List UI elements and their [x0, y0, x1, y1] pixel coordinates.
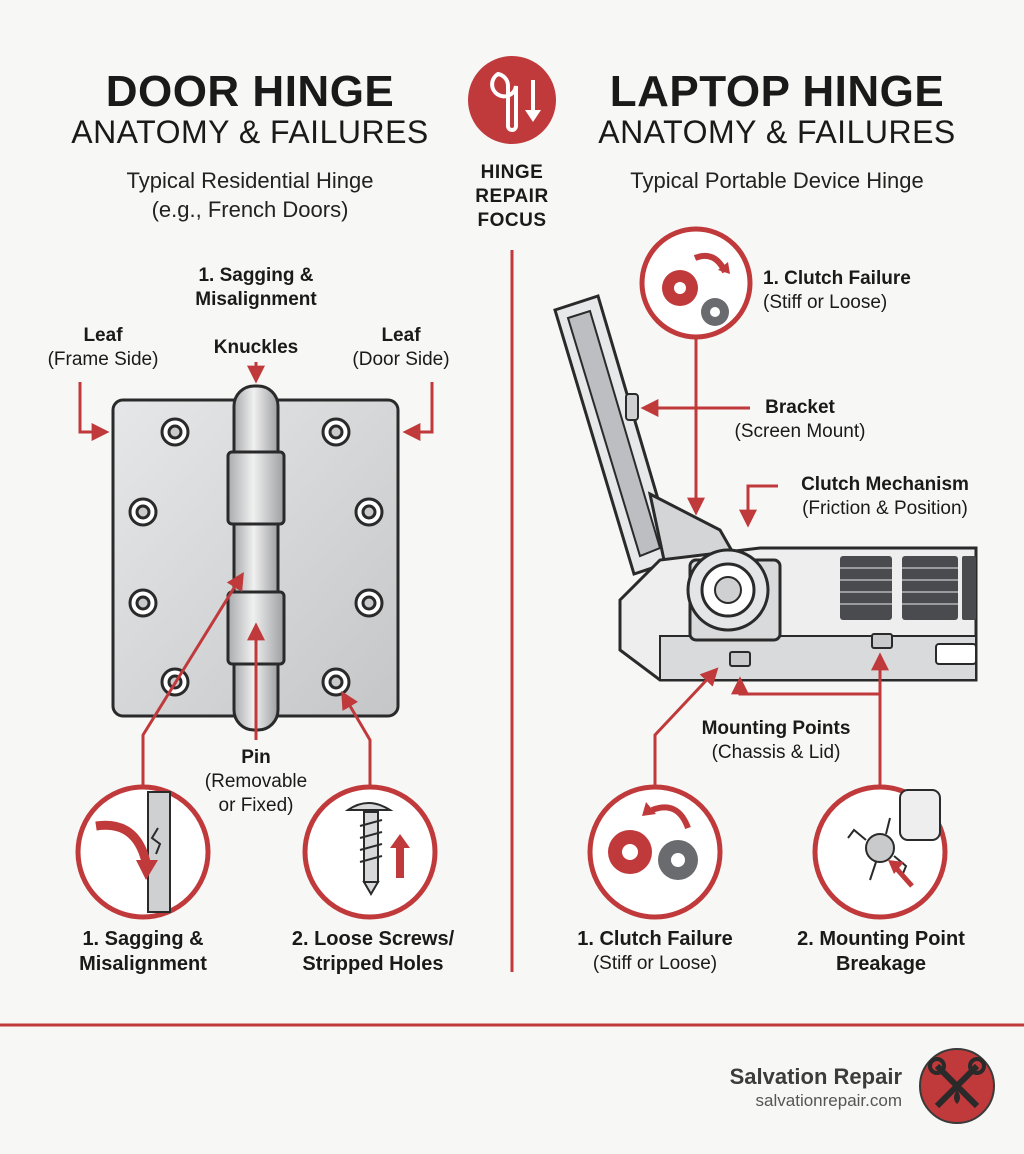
mounting-points-title: Mounting Points — [701, 718, 851, 739]
clutch-mechanism-label: Clutch Mechanism (Friction & Position) — [780, 473, 990, 521]
laptop-subtitle: ANATOMY & FAILURES — [598, 114, 956, 150]
door-failure-2-line-1: 2. Loose Screws/ — [291, 928, 455, 950]
focus-line-2: REPAIR — [475, 186, 549, 207]
door-title: DOOR HINGE — [105, 67, 395, 116]
door-sagging-label-top: 1. Sagging & Misalignment — [156, 264, 356, 312]
cracked-mount-icon — [812, 784, 948, 920]
brand-url: salvationrepair.com — [755, 1091, 902, 1110]
sagging-failure-icon — [75, 784, 211, 920]
leaf-frame-detail: (Frame Side) — [47, 349, 159, 370]
mounting-points-label: Mounting Points (Chassis & Lid) — [666, 717, 886, 765]
clutch-mechanism-title: Clutch Mechanism — [801, 474, 969, 495]
brand-name: Salvation Repair — [729, 1064, 902, 1089]
pin-detail-line-2: or Fixed) — [218, 795, 294, 816]
laptop-type-label: Typical Portable Device Hinge — [630, 168, 924, 193]
door-type-line-1: Typical Residential Hinge — [126, 168, 374, 193]
knuckles-label: Knuckles — [213, 337, 299, 358]
door-failure-1-label: 1. Sagging & Misalignment — [38, 927, 248, 977]
door-failure-1-line-1: 1. Sagging & — [82, 928, 204, 950]
brand-block: Salvation Repair salvationrepair.com — [640, 1064, 902, 1112]
door-failure-1-line-2: Misalignment — [79, 953, 207, 975]
loose-screw-icon — [302, 784, 438, 920]
leaf-door-detail: (Door Side) — [352, 349, 450, 370]
door-sagging-top-line-1: 1. Sagging & — [198, 265, 314, 286]
laptop-failure-1-title: 1. Clutch Failure — [577, 928, 733, 950]
laptop-clutch-top-title: 1. Clutch Failure — [763, 268, 911, 289]
clutch-failure-icon — [587, 784, 723, 920]
focus-line-1: HINGE — [480, 162, 544, 183]
laptop-failure-2-line-1: 2. Mounting Point — [797, 928, 965, 950]
leaf-door-label: Leaf (Door Side) — [326, 324, 476, 372]
door-type-label: Typical Residential Hinge (e.g., French … — [40, 166, 460, 224]
door-sagging-top-line-2: Misalignment — [195, 289, 317, 310]
leaf-frame-label: Leaf (Frame Side) — [28, 324, 178, 372]
leaf-door-title: Leaf — [381, 325, 421, 346]
laptop-failure-1-detail: (Stiff or Loose) — [592, 953, 718, 974]
bracket-label: Bracket (Screen Mount) — [710, 396, 890, 444]
bracket-detail: (Screen Mount) — [734, 421, 866, 442]
laptop-failure-2-label: 2. Mounting Point Breakage — [776, 927, 986, 977]
bracket-title: Bracket — [765, 397, 835, 418]
leaf-frame-title: Leaf — [83, 325, 123, 346]
laptop-hinge-illustration — [553, 294, 978, 682]
clutch-gears-icon — [639, 226, 753, 350]
door-hinge-illustration — [111, 384, 400, 732]
pin-label: Pin (Removable or Fixed) — [186, 746, 326, 818]
laptop-failure-2-line-2: Breakage — [835, 953, 927, 975]
focus-line-3: FOCUS — [477, 210, 547, 231]
crossed-tools-icon — [919, 1048, 995, 1124]
door-subtitle: ANATOMY & FAILURES — [71, 114, 429, 150]
pin-title: Pin — [241, 747, 271, 768]
laptop-clutch-top-detail: (Stiff or Loose) — [763, 292, 888, 313]
mounting-points-detail: (Chassis & Lid) — [711, 742, 841, 763]
wrench-arrow-icon — [468, 56, 556, 144]
door-type-line-2: (e.g., French Doors) — [151, 197, 349, 222]
hinge-repair-focus: HINGE REPAIR FOCUS — [462, 161, 562, 233]
door-failure-2-label: 2. Loose Screws/ Stripped Holes — [268, 927, 478, 977]
pin-detail-line-1: (Removable — [204, 771, 308, 792]
door-failure-2-line-2: Stripped Holes — [302, 953, 444, 975]
laptop-title: LAPTOP HINGE — [609, 67, 945, 116]
laptop-clutch-top-label: 1. Clutch Failure (Stiff or Loose) — [763, 267, 963, 315]
clutch-mechanism-detail: (Friction & Position) — [802, 498, 968, 519]
laptop-failure-1-label: 1. Clutch Failure (Stiff or Loose) — [553, 927, 757, 976]
